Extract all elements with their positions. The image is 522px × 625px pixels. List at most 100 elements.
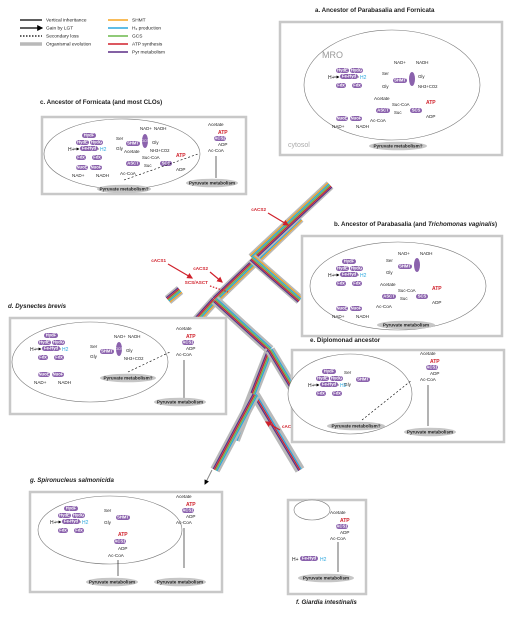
enzyme-pill [142, 134, 148, 148]
acetate-label: Acetate [330, 510, 346, 515]
enzyme-pill [76, 165, 88, 170]
lineage-line [251, 184, 331, 259]
nad-label: NAD+ [114, 334, 126, 339]
panels: a. Ancestor of Parabasalia and Fornicata… [8, 7, 506, 606]
enzyme-pill [76, 155, 86, 160]
ac-coa-label: Ac-CoA [208, 148, 225, 153]
enzyme-asct: ASCT [126, 161, 140, 166]
enzyme-label: SHMT [399, 264, 411, 269]
atp-label: ATP [218, 130, 228, 136]
enzyme-label: ACS1 [426, 365, 438, 370]
nadh-label: NADH [154, 126, 166, 131]
connector [123, 153, 199, 181]
enzyme-pill [82, 133, 96, 138]
enzyme-acs1: ACS1 [182, 340, 194, 345]
panel-b: b. Ancestor of Parabasalia (and Trichomo… [300, 221, 504, 338]
enzyme-fdx: Fdx [74, 528, 84, 533]
cytosol-label: cytosol [288, 142, 310, 149]
tree-event-label: cACS1 [282, 424, 297, 429]
enzyme-pill [72, 513, 85, 518]
enzyme-pill [100, 349, 114, 354]
h2-label: H2 [360, 273, 367, 279]
gly-label: Gly [382, 84, 389, 89]
tree-tip-arrow [204, 469, 213, 485]
lineage-line [250, 183, 330, 258]
enzyme-gcs [409, 72, 415, 86]
enzyme-nuof: NuoF [90, 165, 102, 170]
enzyme-label: HydG [53, 340, 64, 345]
pyruvate-pill-e-in [327, 421, 385, 431]
enzyme-pill [330, 376, 343, 381]
enzyme-fdx: Fdx [58, 528, 68, 533]
enzyme-fe-hyd: Fe-Hyd [62, 519, 80, 524]
enzyme-pill [38, 372, 50, 377]
enzyme-shmt: SHMT [116, 515, 130, 520]
enzyme-pill [182, 508, 194, 513]
enzyme-label: ACS1 [182, 508, 194, 513]
enzyme-label: NuoE [77, 165, 88, 170]
pyruvate-pill-b [377, 320, 435, 330]
panel-g-title: g. Spironucleus salmonicida [29, 477, 114, 484]
enzyme-nuof: NuoF [52, 372, 64, 377]
suc-coa-label: Suc-CoA [398, 288, 416, 293]
enzyme-hydg: HydG [90, 140, 103, 145]
atp-label: ATP [118, 532, 128, 538]
tree-event-arrow [209, 285, 229, 293]
enzyme-pill [336, 68, 349, 73]
mro-ellipse [303, 29, 481, 141]
pyruvate-label: Pyruvate metabolism [407, 430, 453, 435]
enzyme-hyde: HydE [58, 513, 71, 518]
organelle-ellipse-g [37, 495, 183, 565]
enzyme-acs1: ACS1 [114, 539, 126, 544]
pyruvate-label: Pyruvate metabolism [89, 580, 135, 585]
h-plus-label: H+ [292, 557, 299, 563]
pyruvate-label: Pyruvate metabolism? [99, 187, 148, 192]
ac-coa-label: Ac-CoA [120, 171, 137, 176]
enzyme-hydf: HydF [342, 259, 356, 264]
enzyme-label: HydG [91, 140, 102, 145]
tree-branch [211, 296, 274, 354]
lineage-line [252, 256, 302, 300]
nadh-label: NADH [420, 251, 432, 256]
enzyme-fdx: Fdx [332, 391, 342, 396]
lineage-line [167, 289, 181, 301]
suc-coa-label: Suc-CoA [142, 155, 160, 160]
gly-label: Gly [152, 140, 159, 145]
legend-label: Vertical inheritance [46, 18, 87, 24]
pyruvate-pill-a [369, 141, 427, 151]
enzyme-fdx: Fdx [38, 355, 48, 360]
enzyme-label: NuoE [337, 306, 348, 311]
h2-label: H2 [360, 75, 367, 81]
enzyme-scs: SCS [160, 161, 172, 166]
lineage-line [213, 301, 269, 352]
enzyme-label: SHMT [394, 78, 406, 83]
enzyme-pill [38, 355, 48, 360]
ac-coa-label: Ac-CoA [420, 377, 437, 382]
panel-f: AcetateATPACS1ADPAc-CoAFe-HydH+H2Pyruvat… [286, 498, 368, 606]
atp-label: ATP [186, 334, 196, 340]
h2-label: H2 [320, 557, 327, 563]
enzyme-nuoe: NuoE [336, 306, 348, 311]
h2-label: H2 [340, 383, 347, 389]
legend-label: Pyr metabolism [132, 50, 165, 56]
panel-c: c. Ancestor of Fornicata (and most CLOs)… [40, 99, 248, 196]
pyruvate-pill-c-out [186, 178, 238, 188]
enzyme-fdx: Fdx [92, 155, 102, 160]
adp-label: ADP [118, 546, 127, 551]
enzyme-label: Fdx [353, 281, 361, 286]
enzyme-fe-hyd: Fe-Hyd [340, 74, 358, 79]
enzyme-nuoe: NuoE [38, 372, 50, 377]
panel-c-title: c. Ancestor of Fornicata (and most CLOs) [40, 99, 162, 106]
adp-label: ADP [218, 142, 227, 147]
h2-label: H2 [62, 347, 69, 353]
pyruvate-pill-d-in [100, 373, 156, 383]
enzyme-hyde: HydE [316, 376, 329, 381]
legend-label: Secondary loss [46, 34, 79, 40]
adp-label: ADP [186, 346, 195, 351]
ser-label: Ser [386, 258, 393, 263]
gly-label: Gly [116, 146, 124, 151]
h-plus-label: H+ [68, 147, 75, 153]
